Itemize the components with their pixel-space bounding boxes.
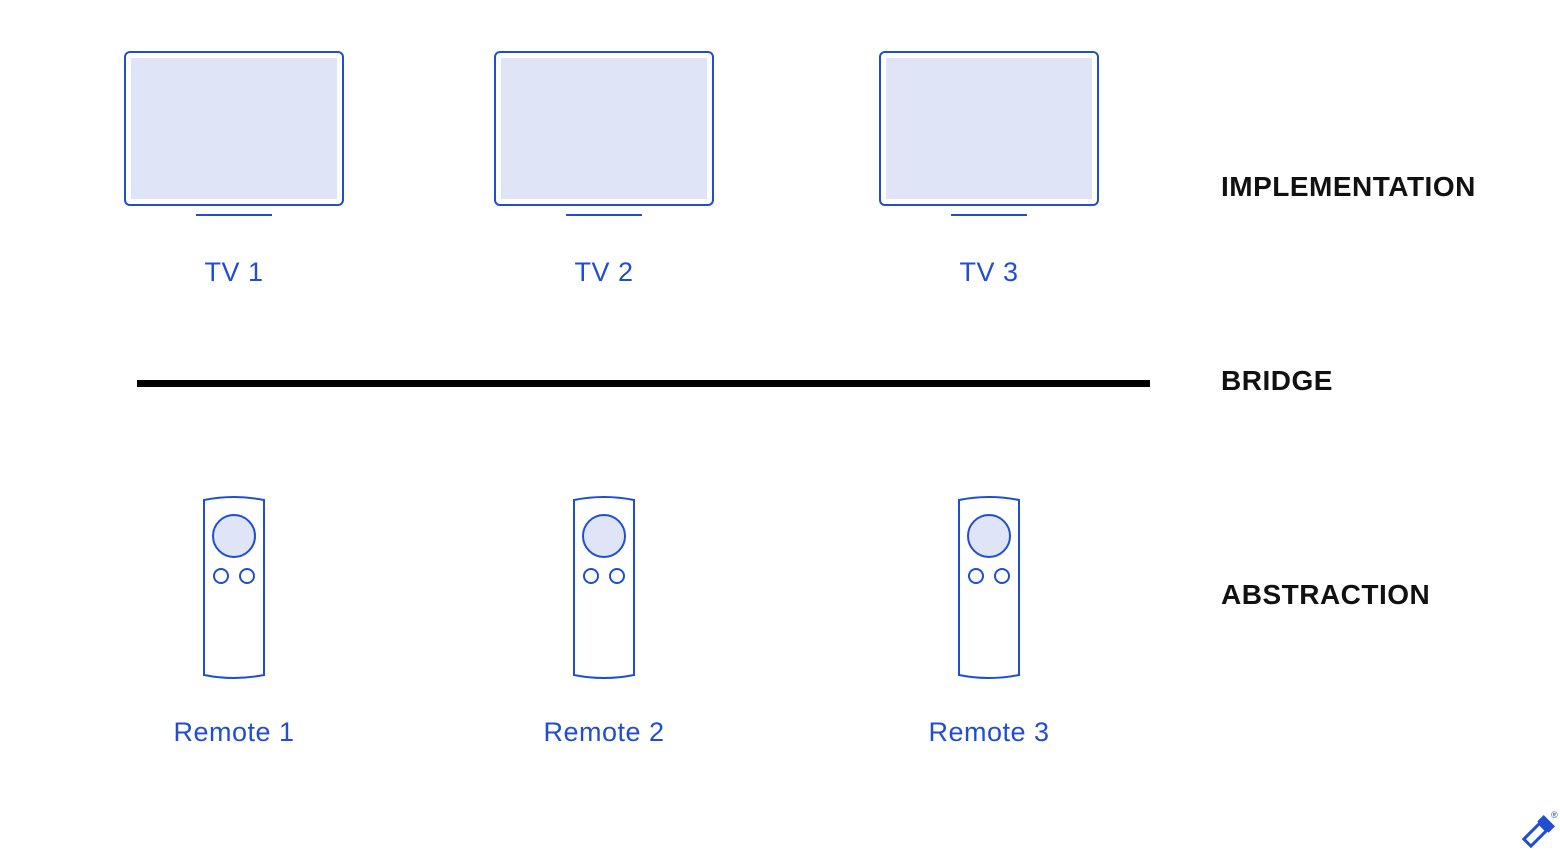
toptal-logo: ®	[1520, 808, 1560, 852]
remote-label: Remote 3	[928, 717, 1050, 747]
tv-label: TV 2	[574, 257, 634, 287]
tv-icon	[124, 51, 344, 216]
toptal-logo-icon: ®	[1521, 810, 1558, 849]
bridge-label: BRIDGE	[1221, 365, 1333, 396]
remote-control-icon	[573, 496, 635, 679]
tv-icon	[879, 51, 1099, 216]
remote-control-icon	[958, 496, 1020, 679]
implementation-label: IMPLEMENTATION	[1221, 171, 1476, 202]
remote-2	[572, 495, 636, 683]
tv-2	[494, 51, 714, 219]
remote-1	[202, 495, 266, 683]
registered-mark: ®	[1551, 810, 1558, 820]
tv-label: TV 3	[959, 257, 1019, 287]
tv-label: TV 1	[204, 257, 264, 287]
abstraction-label: ABSTRACTION	[1221, 579, 1431, 610]
remote-label: Remote 2	[543, 717, 665, 747]
tv-icon	[494, 51, 714, 216]
bridge-line	[137, 380, 1150, 387]
tv-1	[124, 51, 344, 219]
tv-3	[879, 51, 1099, 219]
remote-label: Remote 1	[173, 717, 295, 747]
remote-control-icon	[203, 496, 265, 679]
remote-3	[957, 495, 1021, 683]
